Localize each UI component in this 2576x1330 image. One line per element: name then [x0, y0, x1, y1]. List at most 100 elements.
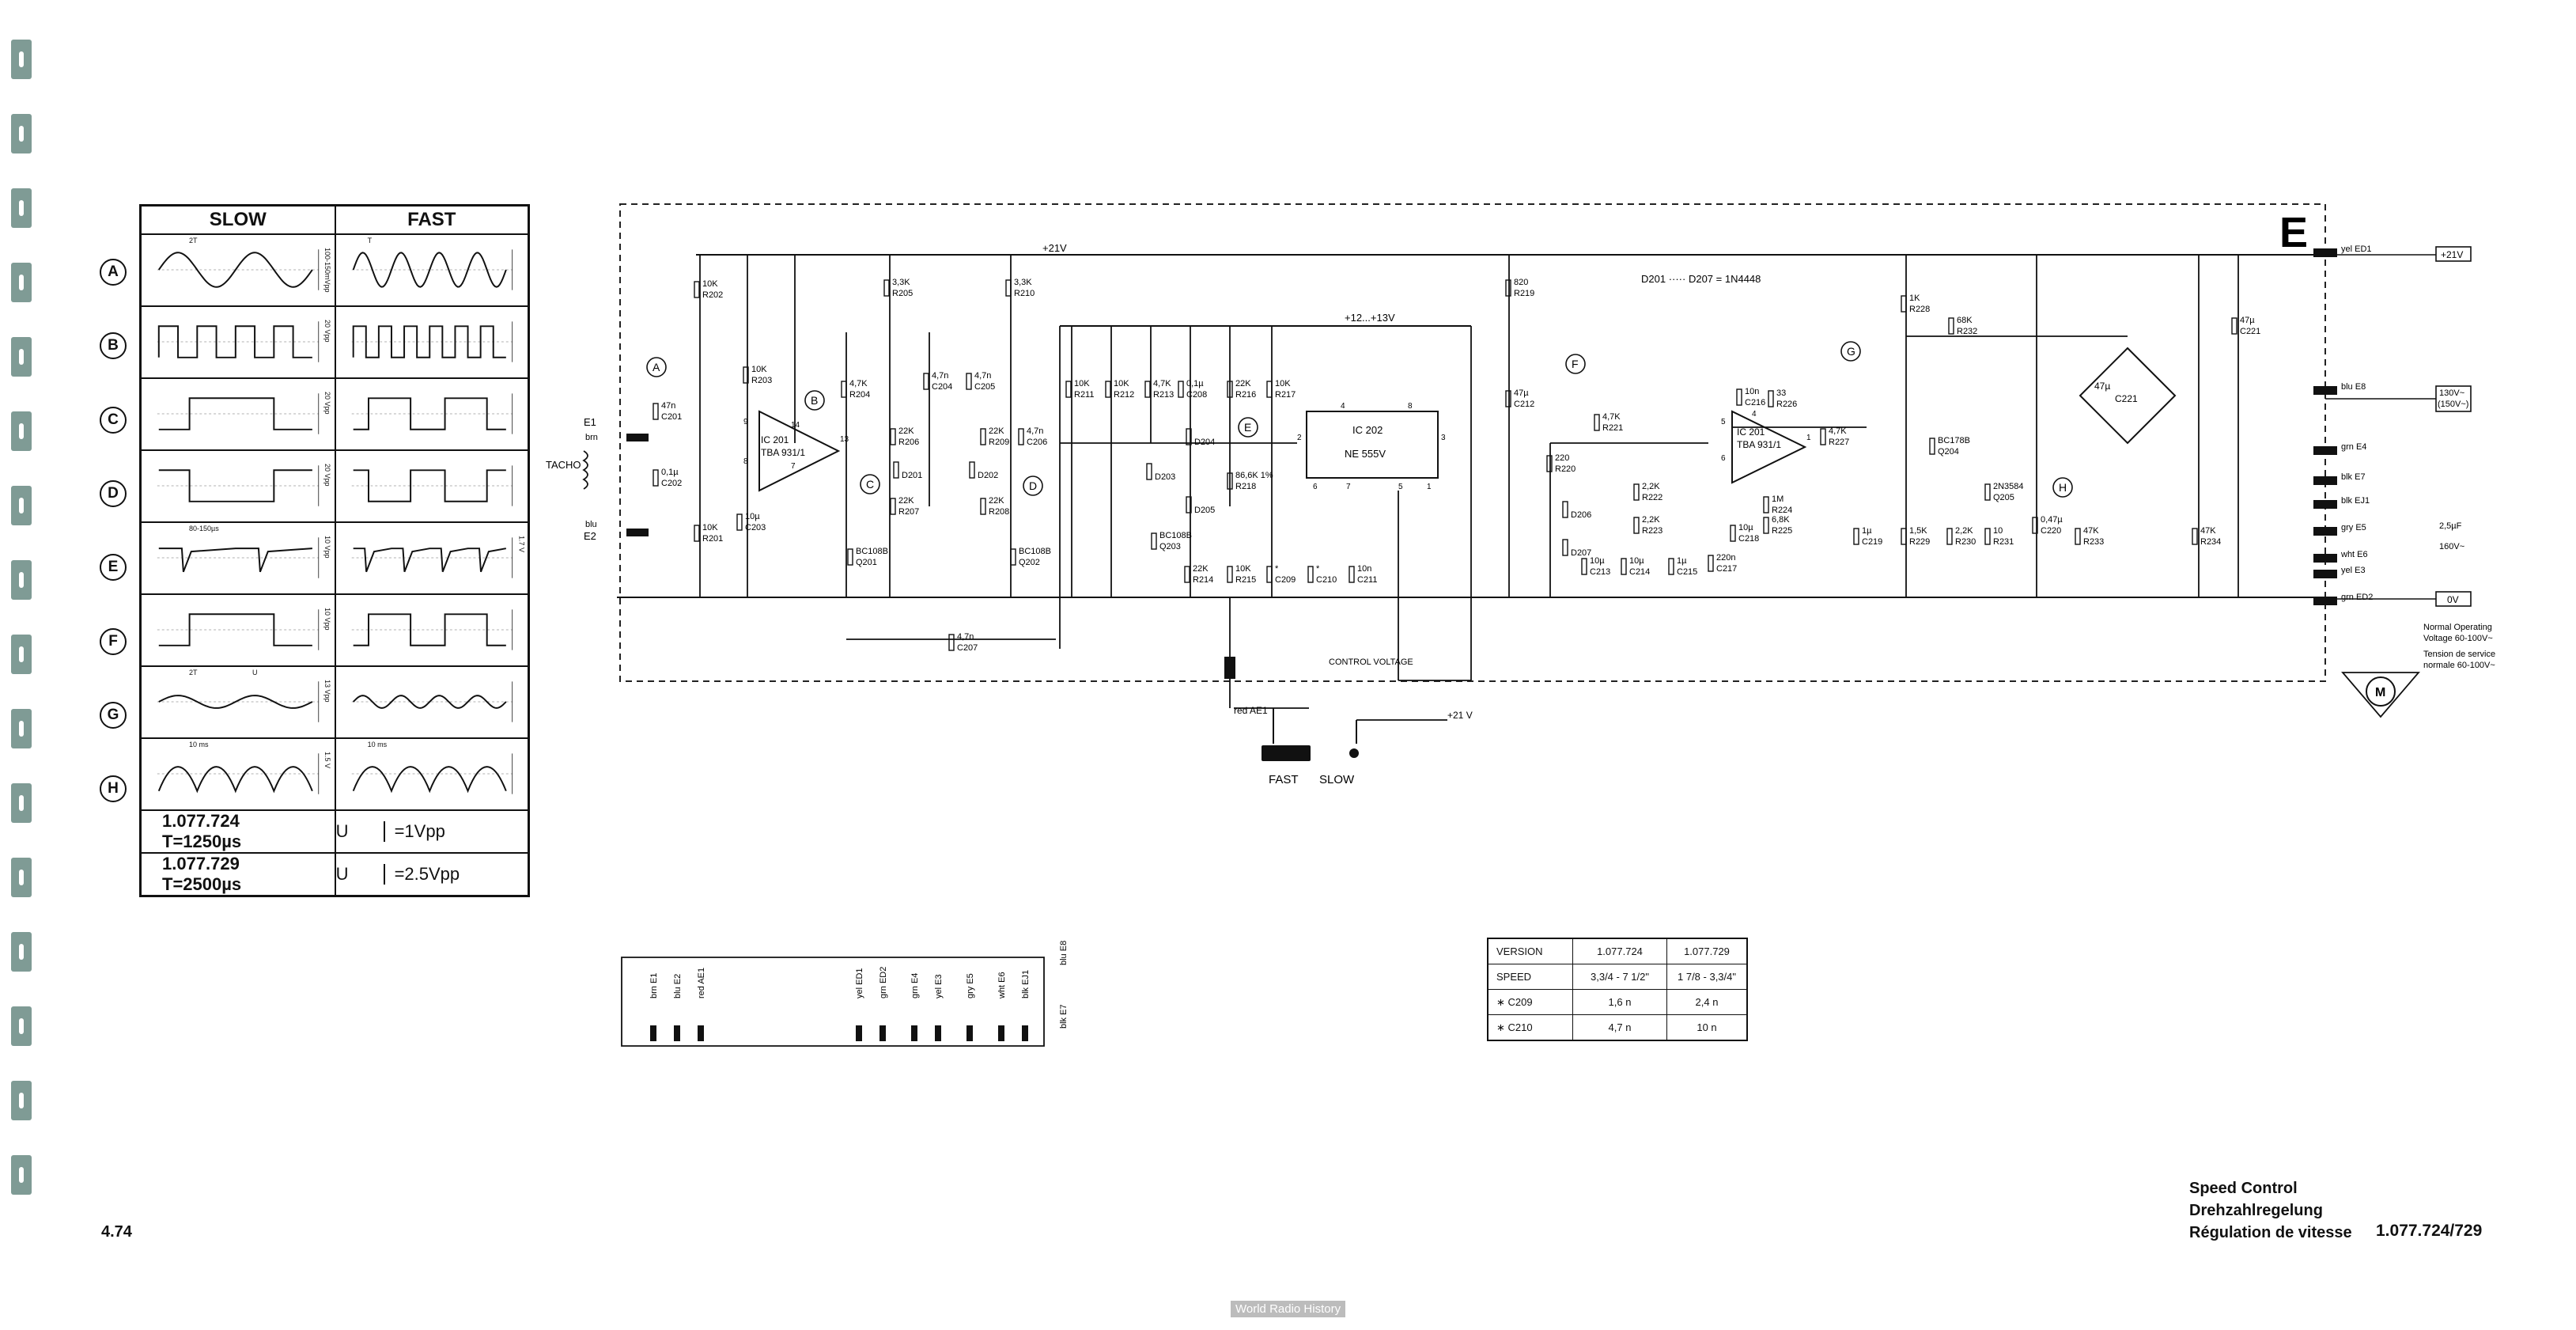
waveform-slow-cell: 20 Vpp — [139, 377, 336, 451]
connector-pin-e8 — [2313, 386, 2337, 395]
component-ref: R207 — [898, 507, 919, 517]
component-labels: 10KR20210KR20310KR20147nC2010,1µC20210µC… — [653, 278, 2260, 653]
waveform-trace — [157, 753, 320, 794]
component-value: 3,3K — [1014, 278, 1032, 287]
binder-hole — [11, 188, 32, 228]
component-value: 10µ — [1590, 556, 1605, 566]
strip-pin-label: red AE1 — [697, 968, 706, 998]
binder-hole — [11, 411, 32, 451]
component-ref: C203 — [745, 523, 766, 532]
component-body — [1546, 455, 1553, 472]
component-value: 47µ — [1514, 388, 1529, 398]
component-value: 22K — [898, 426, 914, 436]
opamp-ic-201-a: IC 201 TBA 931/1 — [758, 410, 841, 492]
component-value: 4,7n — [974, 371, 991, 381]
component-body — [1633, 483, 1640, 501]
component-ref: C210 — [1316, 575, 1337, 585]
motor-cap: 2,5µF — [2439, 521, 2462, 531]
component-body — [1307, 566, 1314, 583]
component-ref: C208 — [1186, 390, 1207, 400]
test-point-f — [1565, 354, 1586, 374]
binder-hole — [11, 858, 32, 897]
test-point-h — [2052, 477, 2073, 498]
waveform-amplitude: 10 Vpp — [323, 536, 331, 559]
tacho-input: TACHO E1 brn E2 blu — [546, 416, 649, 542]
component-ref: R224 — [1772, 506, 1792, 515]
component-body — [1151, 532, 1157, 550]
waveform-point-b: B — [100, 332, 127, 360]
ver-row-c210-label: ∗ C210 — [1487, 1014, 1573, 1041]
connector-pin-label: blu E8 — [2341, 382, 2366, 392]
connector-pin-label: yel E3 — [2341, 566, 2366, 575]
switch-slow: SLOW — [1319, 773, 1355, 786]
component-body — [1621, 558, 1627, 575]
switch-fast: FAST — [1269, 773, 1299, 786]
tacho-label: TACHO — [546, 459, 581, 471]
component-body — [1562, 539, 1568, 556]
component-value: 4,7n — [932, 371, 948, 381]
ic-pin-number: 13 — [840, 435, 849, 444]
connector-pin-label: grn E4 — [2341, 442, 2366, 452]
component-ref: Q202 — [1019, 558, 1040, 567]
component-body — [1736, 388, 1742, 406]
waveform-fast-note: T — [367, 237, 373, 244]
component-value: 22K — [989, 426, 1004, 436]
component-ref: Q204 — [1938, 447, 1959, 457]
component-value: 47µ — [2240, 316, 2255, 325]
component-value: 10n — [1357, 564, 1371, 574]
waveform-fast-cell: T — [334, 233, 530, 307]
binder-hole — [11, 337, 32, 377]
component-ref: D207 — [1571, 548, 1591, 558]
binder-hole — [11, 1006, 32, 1046]
connector-pin-label: gry E5 — [2341, 523, 2366, 532]
waveform-point-h: H — [100, 775, 127, 803]
connector-pin-label: yel ED1 — [2341, 244, 2372, 254]
component-body — [2032, 517, 2038, 534]
component-value: 22K — [1193, 564, 1209, 574]
waveform-slow-note: 2T — [189, 237, 198, 244]
model-spec-model-period: 1.077.729T=2500µs — [139, 852, 336, 897]
title-de: Drehzahlregelung — [2189, 1202, 2323, 1219]
component-value: 1µ — [1677, 556, 1687, 566]
component-body — [1186, 428, 1192, 445]
component-value: 1K — [1909, 294, 1920, 303]
strip-pin-label: grn E4 — [910, 973, 920, 998]
ic-pin-number: 6 — [1721, 454, 1726, 463]
component-value: 47K — [2200, 526, 2216, 536]
component-ref: R205 — [892, 289, 913, 298]
component-body — [980, 498, 986, 515]
component-ref: C219 — [1862, 537, 1882, 547]
waveform-fast-amplitude: 1.7 V — [517, 536, 526, 553]
component-ref: R216 — [1235, 390, 1256, 400]
document-number: 1.077.724/729 — [2376, 1222, 2483, 1240]
component-ref: R232 — [1957, 327, 1977, 336]
waveform-amplitude: 1.5 V — [323, 752, 331, 769]
component-value: 1µ — [1862, 526, 1872, 536]
component-body — [653, 469, 659, 487]
strip-pin — [698, 1025, 704, 1041]
ic-pin-number: 2 — [1297, 434, 1302, 442]
model-spec-u: U=1Vpp — [334, 809, 530, 854]
component-value: 10n — [1745, 387, 1759, 396]
component-body — [1227, 566, 1233, 583]
component-body — [1010, 548, 1016, 566]
board-outline — [619, 203, 2326, 682]
component-value: 0,47µ — [2041, 515, 2063, 525]
ver-row-c210-724: 4,7 n — [1572, 1014, 1667, 1041]
component-body — [1948, 317, 1954, 335]
ver-row-c209-label: ∗ C209 — [1487, 989, 1573, 1015]
component-value: BC108B — [1159, 531, 1192, 540]
component-body — [1763, 496, 1769, 513]
component-ref: C211 — [1357, 575, 1377, 585]
strip-pin — [998, 1025, 1004, 1041]
waveform-amplitude: 10 Vpp — [323, 608, 331, 631]
test-point-label: B — [811, 394, 818, 407]
ic-pin-number: 14 — [791, 421, 800, 430]
title-en: Speed Control — [2189, 1180, 2298, 1197]
binder-hole — [11, 560, 32, 600]
waveform-amplitude: 20 Vpp — [323, 320, 331, 343]
component-ref: R230 — [1955, 537, 1976, 547]
component-value: 2,2K — [1642, 482, 1660, 491]
component-value: 2,2K — [1642, 515, 1660, 525]
